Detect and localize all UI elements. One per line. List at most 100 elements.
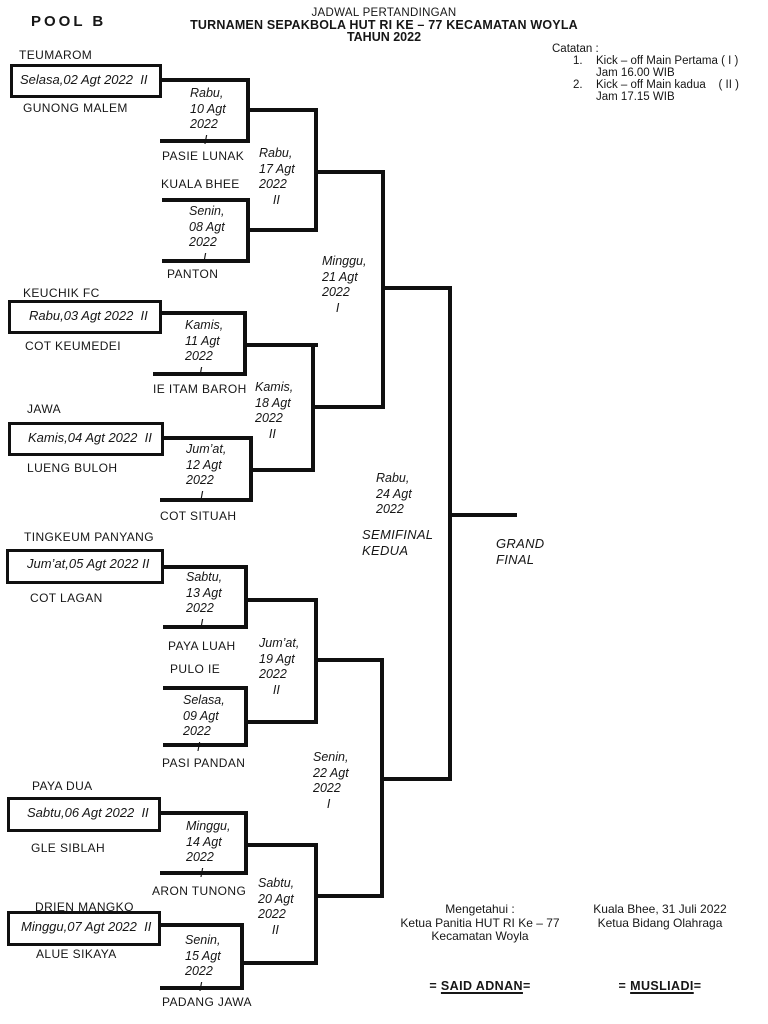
note-item-text: Kick – off Main Pertama ( I ) xyxy=(596,55,739,67)
team-name: IE ITAM BAROH xyxy=(153,382,247,396)
quarterfinal-date: Rabu, 17 Agt 2022 II xyxy=(259,146,295,207)
team-name: PASI PANDAN xyxy=(162,756,246,770)
team-name: JAWA xyxy=(27,402,62,416)
equals-sign: = xyxy=(522,979,531,993)
bracket-line xyxy=(163,625,248,629)
signature-line: Kuala Bhee, 31 Juli 2022 xyxy=(593,902,727,916)
match-date: Selasa,02 Agt 2022 II xyxy=(20,72,148,87)
round2-date: Selasa, 09 Agt 2022 I xyxy=(183,693,225,754)
signature-name-left: = SAID ADNAN= xyxy=(380,979,580,993)
bracket-line xyxy=(160,78,250,82)
signature-line: Kecamatan Woyla xyxy=(431,929,529,943)
bracket-line xyxy=(380,777,452,781)
quarterfinal-date: Sabtu, 20 Agt 2022 II xyxy=(258,876,295,937)
bracket-line xyxy=(163,565,248,569)
match-date: Minggu,07 Agt 2022 II xyxy=(21,919,152,934)
bracket-line xyxy=(448,513,517,517)
round2-date: Senin, 08 Agt 2022 I xyxy=(189,204,225,265)
semifinal-date: Minggu, 21 Agt 2022 I xyxy=(322,254,367,315)
team-name: COT SITUAH xyxy=(160,509,237,523)
match-date: Kamis,04 Agt 2022 II xyxy=(28,430,152,445)
note-item-sub: Jam 17.15 WIB xyxy=(596,91,675,103)
semifinal-date: Senin, 22 Agt 2022 I xyxy=(313,750,349,811)
bracket-line xyxy=(243,343,318,347)
bracket-line xyxy=(314,843,318,965)
signer-name: SAID ADNAN xyxy=(440,979,523,993)
match-box xyxy=(6,549,164,584)
team-name: GUNONG MALEM xyxy=(23,101,128,115)
doc-title-line3: TAHUN 2022 xyxy=(346,30,422,44)
equals-sign: = xyxy=(429,979,441,993)
team-name: GLE SIBLAH xyxy=(31,841,106,855)
bracket-line xyxy=(244,598,318,602)
quarterfinal-date: Jum’at, 19 Agt 2022 II xyxy=(259,636,300,697)
bracket-line xyxy=(240,923,244,990)
bracket-line xyxy=(160,923,244,927)
team-name: TINGKEUM PANYANG xyxy=(24,530,154,544)
doc-title-line1: JADWAL PERTANDINGAN xyxy=(311,7,457,19)
signer-name: MUSLIADI xyxy=(630,979,694,993)
pool-label: POOL B xyxy=(31,13,107,30)
note-item-text: Kick – off Main kadua ( II ) xyxy=(596,79,739,91)
grand-final-label: GRAND FINAL xyxy=(496,536,545,567)
signature-block-right: Kuala Bhee, 31 Juli 2022 Ketua Bidang Ol… xyxy=(560,902,760,930)
bracket-line xyxy=(160,139,250,143)
match-date: Sabtu,06 Agt 2022 II xyxy=(27,805,149,820)
team-name: PADANG JAWA xyxy=(162,995,252,1009)
team-name: PANTON xyxy=(167,267,219,281)
bracket-line xyxy=(314,170,385,174)
bracket-line xyxy=(246,228,318,232)
note-item-sub: Jam 16.00 WIB xyxy=(596,67,675,79)
bracket-line xyxy=(163,743,248,747)
bracket-line xyxy=(244,843,318,847)
note-item-number: 1. xyxy=(573,55,583,67)
bracket-line xyxy=(240,961,318,965)
match-box xyxy=(7,911,161,946)
team-name: PAYA DUA xyxy=(32,779,93,793)
bracket-line xyxy=(162,198,250,202)
round2-date: Jum’at, 12 Agt 2022 I xyxy=(186,442,227,503)
team-name: PULO IE xyxy=(170,662,221,676)
bracket-line xyxy=(160,311,247,315)
bracket-line xyxy=(314,894,384,898)
team-name: PAYA LUAH xyxy=(168,639,236,653)
bracket-line xyxy=(448,286,452,781)
team-name: LUENG BULOH xyxy=(27,461,118,475)
bracket-line xyxy=(244,565,248,629)
round2-date: Rabu, 10 Agt 2022 I xyxy=(190,86,226,147)
match-box xyxy=(8,422,164,456)
signature-line: Ketua Panitia HUT RI Ke – 77 xyxy=(400,915,560,930)
bracket-line xyxy=(163,436,253,440)
team-name: PASIE LUNAK xyxy=(162,149,245,163)
bracket-line xyxy=(249,468,315,472)
notes-title: Catatan : xyxy=(552,43,599,55)
final-date: Rabu, 24 Agt 2022 xyxy=(376,471,412,517)
team-name: ARON TUNONG xyxy=(152,884,247,898)
team-name: KEUCHIK FC xyxy=(23,286,100,300)
bracket-line xyxy=(153,372,247,376)
round2-date: Minggu, 14 Agt 2022 I xyxy=(186,819,231,880)
bracket-line xyxy=(381,286,452,290)
match-box xyxy=(8,300,162,334)
bracket-line xyxy=(244,686,248,747)
note-item-number: 2. xyxy=(573,79,583,91)
signature-line: Ketua Bidang Olahraga xyxy=(597,915,723,930)
bracket-line xyxy=(160,986,244,990)
semifinal-kedua-label: SEMIFINAL KEDUA xyxy=(362,527,434,558)
bracket-line xyxy=(314,658,384,662)
bracket-line xyxy=(160,498,253,502)
doc-title-line2: TURNAMEN SEPAKBOLA HUT RI KE – 77 KECAMA… xyxy=(190,18,578,32)
bracket-line xyxy=(160,811,248,815)
match-date: Jum’at,05 Agt 2022 II xyxy=(27,556,150,571)
match-box xyxy=(10,64,162,98)
team-name: TEUMAROM xyxy=(19,48,93,62)
bracket-line xyxy=(160,871,248,875)
team-name: COT KEUMEDEI xyxy=(25,339,121,353)
team-name: KUALA BHEE xyxy=(161,177,240,191)
bracket-line xyxy=(311,405,385,409)
signature-name-right: = MUSLIADI= xyxy=(560,979,760,993)
round2-date: Sabtu, 13 Agt 2022 I xyxy=(186,570,223,631)
team-name: COT LAGAN xyxy=(30,591,103,605)
bracket-line xyxy=(246,108,318,112)
